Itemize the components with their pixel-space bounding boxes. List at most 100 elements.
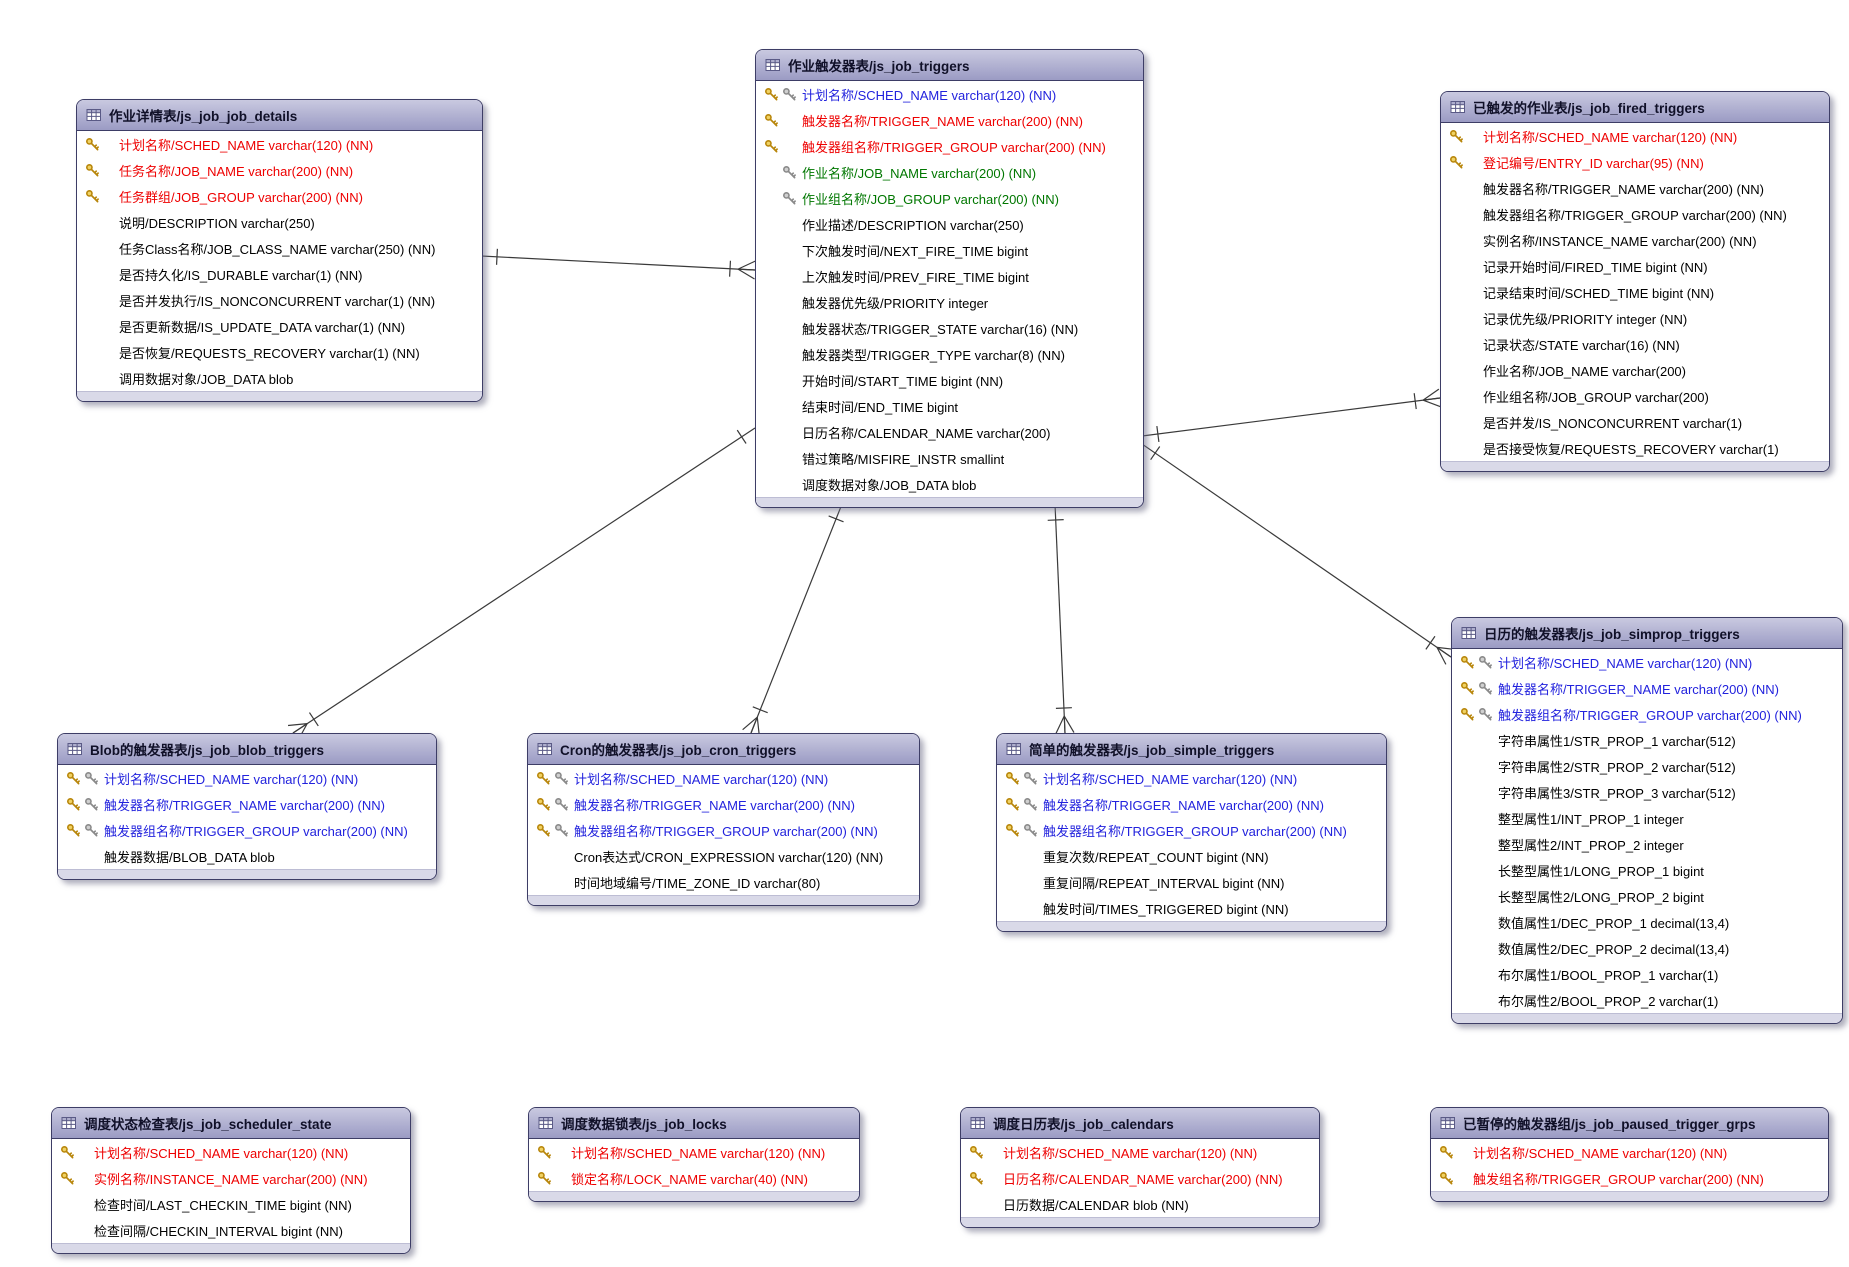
field-row[interactable]: 触发器名称/TRIGGER_NAME varchar(200) (NN) bbox=[528, 791, 919, 817]
field-row[interactable]: 实例名称/INSTANCE_NAME varchar(200) (NN) bbox=[52, 1165, 410, 1191]
field-row[interactable]: 整型属性1/INT_PROP_1 integer bbox=[1452, 805, 1842, 831]
field-row[interactable]: 整型属性2/INT_PROP_2 integer bbox=[1452, 831, 1842, 857]
field-row[interactable]: 任务名称/JOB_NAME varchar(200) (NN) bbox=[77, 157, 482, 183]
field-row[interactable]: 计划名称/SCHED_NAME varchar(120) (NN) bbox=[58, 765, 436, 791]
field-row[interactable]: 记录优先级/PRIORITY integer (NN) bbox=[1441, 305, 1829, 331]
table-header[interactable]: 调度数据锁表/js_job_locks bbox=[529, 1108, 859, 1139]
field-row[interactable]: 作业名称/JOB_NAME varchar(200) (NN) bbox=[756, 159, 1143, 185]
field-row[interactable]: 记录结束时间/SCHED_TIME bigint (NN) bbox=[1441, 279, 1829, 305]
field-row[interactable]: 触发器名称/TRIGGER_NAME varchar(200) (NN) bbox=[756, 107, 1143, 133]
field-row[interactable]: 触发器名称/TRIGGER_NAME varchar(200) (NN) bbox=[1452, 675, 1842, 701]
field-row[interactable]: 重复次数/REPEAT_COUNT bigint (NN) bbox=[997, 843, 1386, 869]
field-row[interactable]: 触发器组名称/TRIGGER_GROUP varchar(200) (NN) bbox=[1452, 701, 1842, 727]
field-row[interactable]: 触发器状态/TRIGGER_STATE varchar(16) (NN) bbox=[756, 315, 1143, 341]
field-row[interactable]: 时间地域编号/TIME_ZONE_ID varchar(80) bbox=[528, 869, 919, 895]
table-header[interactable]: 已暂停的触发器组/js_job_paused_trigger_grps bbox=[1431, 1108, 1828, 1139]
field-row[interactable]: 错过策略/MISFIRE_INSTR smallint bbox=[756, 445, 1143, 471]
field-row[interactable]: 计划名称/SCHED_NAME varchar(120) (NN) bbox=[997, 765, 1386, 791]
field-row[interactable]: 开始时间/START_TIME bigint (NN) bbox=[756, 367, 1143, 393]
table-header[interactable]: 简单的触发器表/js_job_simple_triggers bbox=[997, 734, 1386, 765]
field-row[interactable]: 触发器数据/BLOB_DATA blob bbox=[58, 843, 436, 869]
field-row[interactable]: 触发组名称/TRIGGER_GROUP varchar(200) (NN) bbox=[1431, 1165, 1828, 1191]
field-row[interactable]: 作业组名称/JOB_GROUP varchar(200) (NN) bbox=[756, 185, 1143, 211]
field-row[interactable]: 计划名称/SCHED_NAME varchar(120) (NN) bbox=[1431, 1139, 1828, 1165]
field-row[interactable]: 锁定名称/LOCK_NAME varchar(40) (NN) bbox=[529, 1165, 859, 1191]
field-row[interactable]: 重复间隔/REPEAT_INTERVAL bigint (NN) bbox=[997, 869, 1386, 895]
field-row[interactable]: 触发器组名称/TRIGGER_GROUP varchar(200) (NN) bbox=[58, 817, 436, 843]
field-row[interactable]: 是否并发执行/IS_NONCONCURRENT varchar(1) (NN) bbox=[77, 287, 482, 313]
field-row[interactable]: 作业描述/DESCRIPTION varchar(250) bbox=[756, 211, 1143, 237]
field-row[interactable]: 检查间隔/CHECKIN_INTERVAL bigint (NN) bbox=[52, 1217, 410, 1243]
field-row[interactable]: 说明/DESCRIPTION varchar(250) bbox=[77, 209, 482, 235]
field-row[interactable]: 作业组名称/JOB_GROUP varchar(200) bbox=[1441, 383, 1829, 409]
field-row[interactable]: 长整型属性1/LONG_PROP_1 bigint bbox=[1452, 857, 1842, 883]
field-row[interactable]: 计划名称/SCHED_NAME varchar(120) (NN) bbox=[1441, 123, 1829, 149]
field-row[interactable]: 触发器优先级/PRIORITY integer bbox=[756, 289, 1143, 315]
field-row[interactable]: 触发时间/TIMES_TRIGGERED bigint (NN) bbox=[997, 895, 1386, 921]
field-row[interactable]: 作业名称/JOB_NAME varchar(200) bbox=[1441, 357, 1829, 383]
field-row[interactable]: 计划名称/SCHED_NAME varchar(120) (NN) bbox=[1452, 649, 1842, 675]
field-row[interactable]: 是否恢复/REQUESTS_RECOVERY varchar(1) (NN) bbox=[77, 339, 482, 365]
field-row[interactable]: 触发器组名称/TRIGGER_GROUP varchar(200) (NN) bbox=[1441, 201, 1829, 227]
field-row[interactable]: 计划名称/SCHED_NAME varchar(120) (NN) bbox=[77, 131, 482, 157]
field-row[interactable]: 日历名称/CALENDAR_NAME varchar(200) bbox=[756, 419, 1143, 445]
field-row[interactable]: 记录开始时间/FIRED_TIME bigint (NN) bbox=[1441, 253, 1829, 279]
field-row[interactable]: 字符串属性3/STR_PROP_3 varchar(512) bbox=[1452, 779, 1842, 805]
field-row[interactable]: 实例名称/INSTANCE_NAME varchar(200) (NN) bbox=[1441, 227, 1829, 253]
table-header[interactable]: Blob的触发器表/js_job_blob_triggers bbox=[58, 734, 436, 765]
field-row[interactable]: 计划名称/SCHED_NAME varchar(120) (NN) bbox=[529, 1139, 859, 1165]
table-header[interactable]: 作业触发器表/js_job_triggers bbox=[756, 50, 1143, 81]
field-row[interactable]: 是否持久化/IS_DURABLE varchar(1) (NN) bbox=[77, 261, 482, 287]
field-row[interactable]: 是否更新数据/IS_UPDATE_DATA varchar(1) (NN) bbox=[77, 313, 482, 339]
field-row[interactable]: 下次触发时间/NEXT_FIRE_TIME bigint bbox=[756, 237, 1143, 263]
field-row[interactable]: 是否接受恢复/REQUESTS_RECOVERY varchar(1) bbox=[1441, 435, 1829, 461]
field-row[interactable]: 记录状态/STATE varchar(16) (NN) bbox=[1441, 331, 1829, 357]
field-row[interactable]: 上次触发时间/PREV_FIRE_TIME bigint bbox=[756, 263, 1143, 289]
field-row[interactable]: 布尔属性1/BOOL_PROP_1 varchar(1) bbox=[1452, 961, 1842, 987]
field-row[interactable]: 触发器名称/TRIGGER_NAME varchar(200) (NN) bbox=[1441, 175, 1829, 201]
field-row[interactable]: 调用数据对象/JOB_DATA blob bbox=[77, 365, 482, 391]
field-row[interactable]: 任务群组/JOB_GROUP varchar(200) (NN) bbox=[77, 183, 482, 209]
field-row[interactable]: 数值属性2/DEC_PROP_2 decimal(13,4) bbox=[1452, 935, 1842, 961]
field-row[interactable]: 任务Class名称/JOB_CLASS_NAME varchar(250) (N… bbox=[77, 235, 482, 261]
field-row[interactable]: 是否并发/IS_NONCONCURRENT varchar(1) bbox=[1441, 409, 1829, 435]
field-row[interactable]: 触发器组名称/TRIGGER_GROUP varchar(200) (NN) bbox=[997, 817, 1386, 843]
field-row[interactable]: Cron表达式/CRON_EXPRESSION varchar(120) (NN… bbox=[528, 843, 919, 869]
field-row[interactable]: 长整型属性2/LONG_PROP_2 bigint bbox=[1452, 883, 1842, 909]
field-row[interactable]: 计划名称/SCHED_NAME varchar(120) (NN) bbox=[961, 1139, 1319, 1165]
field-row[interactable]: 计划名称/SCHED_NAME varchar(120) (NN) bbox=[756, 81, 1143, 107]
field-row[interactable]: 触发器类型/TRIGGER_TYPE varchar(8) (NN) bbox=[756, 341, 1143, 367]
field-row[interactable]: 字符串属性1/STR_PROP_1 varchar(512) bbox=[1452, 727, 1842, 753]
field-row[interactable]: 日历名称/CALENDAR_NAME varchar(200) (NN) bbox=[961, 1165, 1319, 1191]
field-row[interactable]: 计划名称/SCHED_NAME varchar(120) (NN) bbox=[528, 765, 919, 791]
table-header[interactable]: 调度日历表/js_job_calendars bbox=[961, 1108, 1319, 1139]
table-header[interactable]: Cron的触发器表/js_job_cron_triggers bbox=[528, 734, 919, 765]
table-header[interactable]: 日历的触发器表/js_job_simprop_triggers bbox=[1452, 618, 1842, 649]
field-row[interactable]: 触发器组名称/TRIGGER_GROUP varchar(200) (NN) bbox=[756, 133, 1143, 159]
field-row[interactable]: 触发器名称/TRIGGER_NAME varchar(200) (NN) bbox=[58, 791, 436, 817]
table-header[interactable]: 已触发的作业表/js_job_fired_triggers bbox=[1441, 92, 1829, 123]
field-row[interactable]: 结束时间/END_TIME bigint bbox=[756, 393, 1143, 419]
field-row[interactable]: 字符串属性2/STR_PROP_2 varchar(512) bbox=[1452, 753, 1842, 779]
field-row[interactable]: 计划名称/SCHED_NAME varchar(120) (NN) bbox=[52, 1139, 410, 1165]
table-header[interactable]: 调度状态检查表/js_job_scheduler_state bbox=[52, 1108, 410, 1139]
field-row[interactable]: 日历数据/CALENDAR blob (NN) bbox=[961, 1191, 1319, 1217]
field-row[interactable]: 触发器组名称/TRIGGER_GROUP varchar(200) (NN) bbox=[528, 817, 919, 843]
table-header[interactable]: 作业详情表/js_job_job_details bbox=[77, 100, 482, 131]
field-row[interactable]: 布尔属性2/BOOL_PROP_2 varchar(1) bbox=[1452, 987, 1842, 1013]
field-row[interactable]: 触发器名称/TRIGGER_NAME varchar(200) (NN) bbox=[997, 791, 1386, 817]
field-row[interactable]: 数值属性1/DEC_PROP_1 decimal(13,4) bbox=[1452, 909, 1842, 935]
field-row[interactable]: 登记编号/ENTRY_ID varchar(95) (NN) bbox=[1441, 149, 1829, 175]
field-row[interactable]: 检查时间/LAST_CHECKIN_TIME bigint (NN) bbox=[52, 1191, 410, 1217]
